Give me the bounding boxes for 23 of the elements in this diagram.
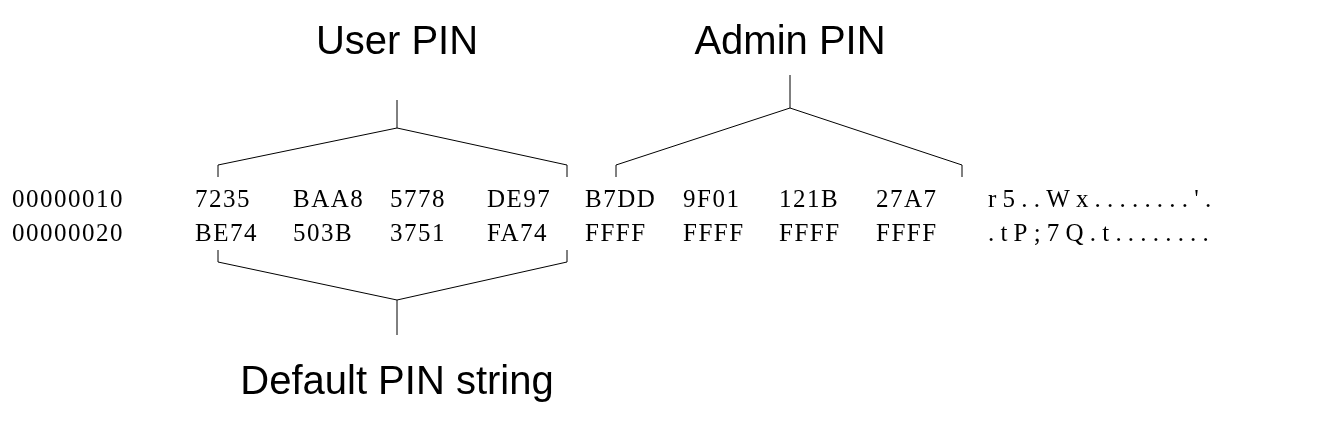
pin-label: User PIN: [315, 20, 479, 60]
hex-word: FFFF: [876, 220, 938, 245]
hex-word: BAA8: [293, 186, 365, 211]
hex-word: FFFF: [683, 220, 745, 245]
hex-address: 00000020: [12, 220, 124, 245]
ascii-text: .tP;7Q.t........: [988, 220, 1215, 245]
hex-word: BE74: [195, 220, 258, 245]
hex-word: 7235: [195, 186, 251, 211]
pin-label: Default PIN string: [240, 360, 554, 400]
pin-label: Admin PIN: [694, 20, 886, 60]
hex-word: FA74: [487, 220, 549, 245]
hex-word: 27A7: [876, 186, 938, 211]
hex-word: B7DD: [585, 186, 657, 211]
hex-word: FFFF: [779, 220, 841, 245]
hex-word: 503B: [293, 220, 354, 245]
hex-address: 00000010: [12, 186, 124, 211]
hex-word: DE97: [487, 186, 552, 211]
hex-word: 5778: [390, 186, 446, 211]
hex-word: 3751: [390, 220, 446, 245]
hex-word: 9F01: [683, 186, 741, 211]
hex-word: 121B: [779, 186, 840, 211]
ascii-text: r5..Wx........'.: [988, 186, 1218, 211]
hex-word: FFFF: [585, 220, 647, 245]
